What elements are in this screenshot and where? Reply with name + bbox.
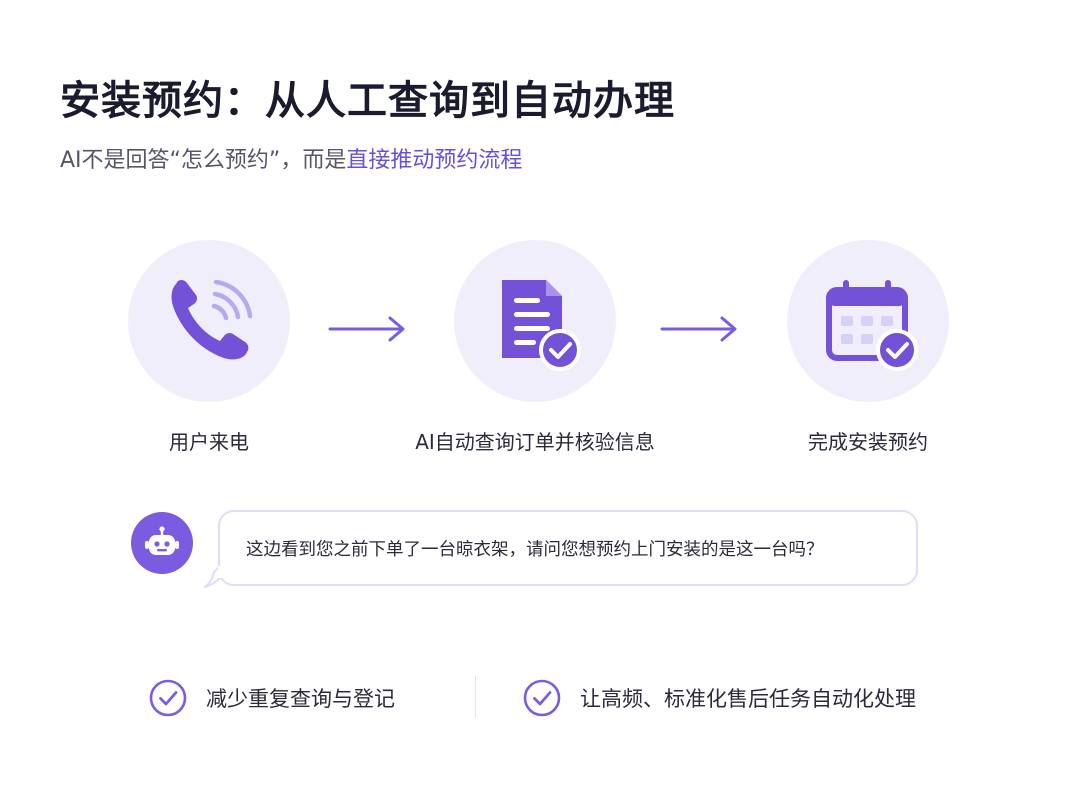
benefit-text: 让高频、标准化售后任务自动化处理 (580, 687, 916, 711)
subtitle-highlight: 直接推动预约流程 (346, 148, 523, 173)
step-label: AI自动查询订单并核验信息 (415, 430, 655, 454)
subtitle-prefix: AI不是回答“怎么预约”，而是 (60, 148, 347, 173)
check-circle-icon (523, 679, 561, 717)
document-check-icon (502, 280, 581, 371)
step-icon-circle (128, 240, 290, 402)
phone-call-icon (171, 279, 253, 360)
step-icon-circle (787, 240, 949, 402)
page-subtitle: AI不是回答“怎么预约”，而是直接推动预约流程 (60, 142, 522, 174)
benefit-text: 减少重复查询与登记 (206, 687, 395, 711)
chat-bubble-tail (204, 566, 226, 588)
benefit-item: 让高频、标准化售后任务自动化处理 (522, 676, 916, 720)
calendar-check-icon (826, 280, 918, 371)
benefit-item: 减少重复查询与登记 (148, 676, 395, 720)
page-title: 安装预约：从人工查询到自动办理 (60, 78, 675, 124)
arrow-right-icon (328, 316, 405, 342)
flow-step-ai-verify: AI自动查询订单并核验信息 (415, 240, 655, 455)
arrow-right-icon (660, 316, 737, 342)
bot-avatar (131, 512, 193, 574)
step-label: 完成安装预约 (808, 430, 928, 454)
chat-bubble: 这边看到您之前下单了一台晾衣架，请问您想预约上门安装的是这一台吗？ (218, 510, 918, 586)
benefit-divider (475, 676, 476, 718)
step-label: 用户来电 (169, 430, 249, 454)
flow-step-user-call: 用户来电 (89, 240, 329, 455)
check-circle-icon (149, 679, 187, 717)
chat-message: 这边看到您之前下单了一台晾衣架，请问您想预约上门安装的是这一台吗？ (246, 539, 824, 560)
robot-icon (145, 526, 179, 555)
step-icon-circle (454, 240, 616, 402)
flow-step-booking-done: 完成安装预约 (748, 240, 988, 455)
